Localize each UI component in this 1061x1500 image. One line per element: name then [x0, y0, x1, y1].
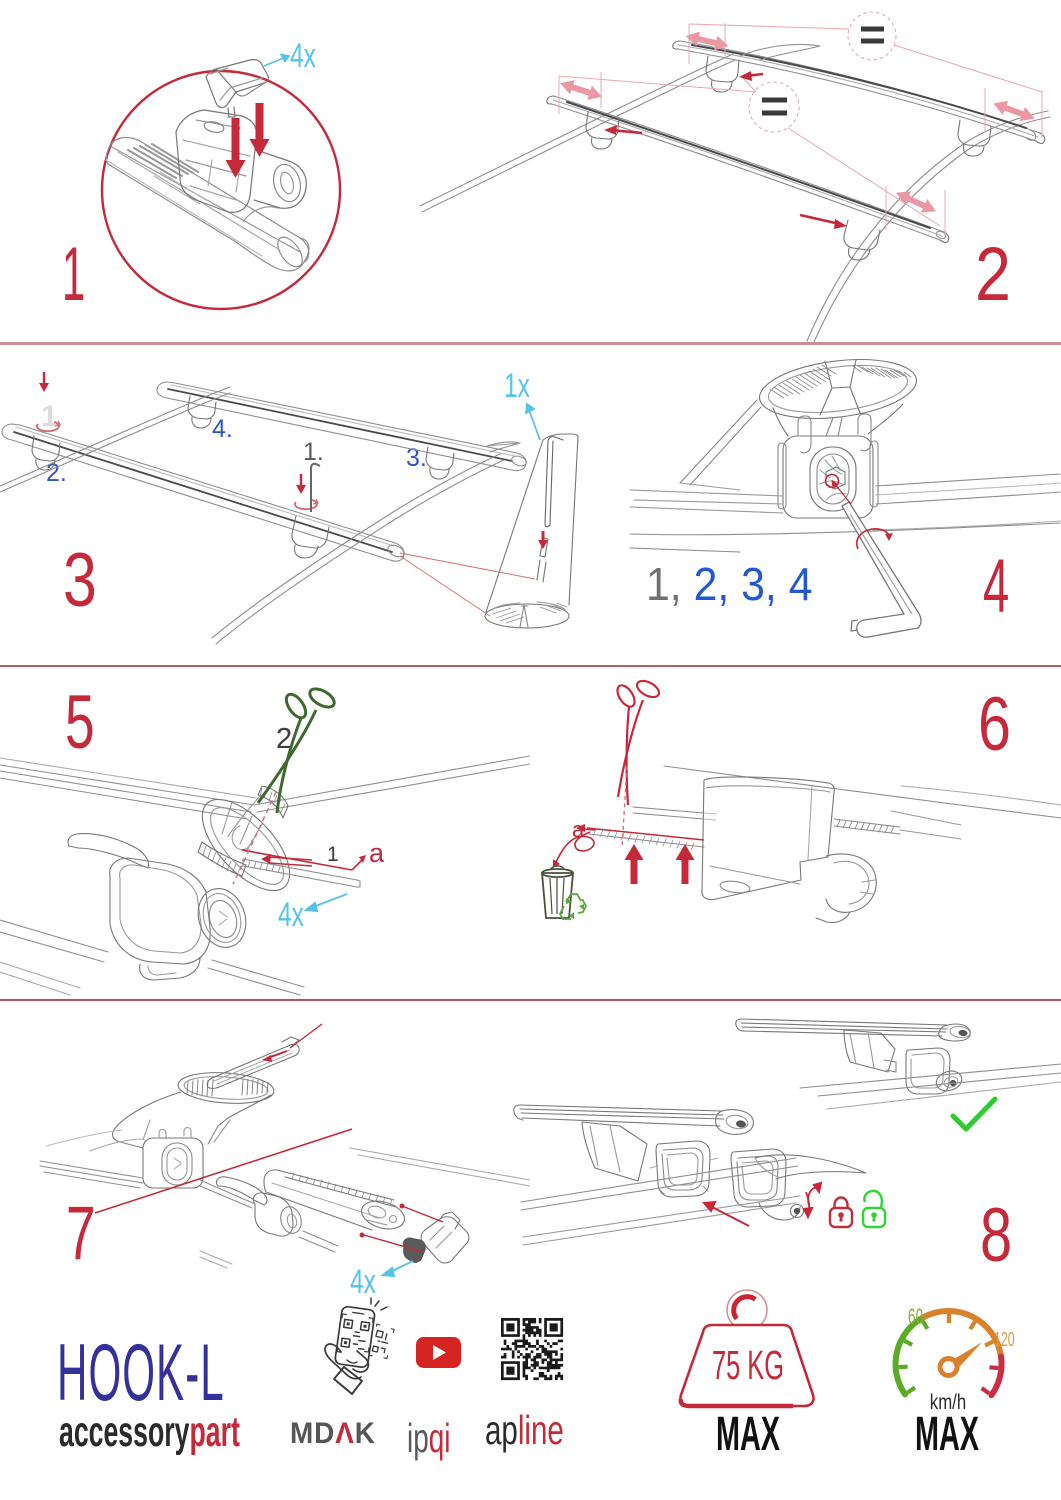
svg-text:km/h: km/h [930, 1391, 966, 1414]
svg-text:MAX: MAX [716, 1408, 780, 1461]
svg-text:MAX: MAX [915, 1408, 979, 1461]
svg-text:60: 60 [908, 1304, 923, 1329]
svg-text:75 KG: 75 KG [712, 1343, 784, 1389]
svg-text:120: 120 [994, 1328, 1015, 1351]
svg-text:1: 1 [41, 400, 58, 433]
